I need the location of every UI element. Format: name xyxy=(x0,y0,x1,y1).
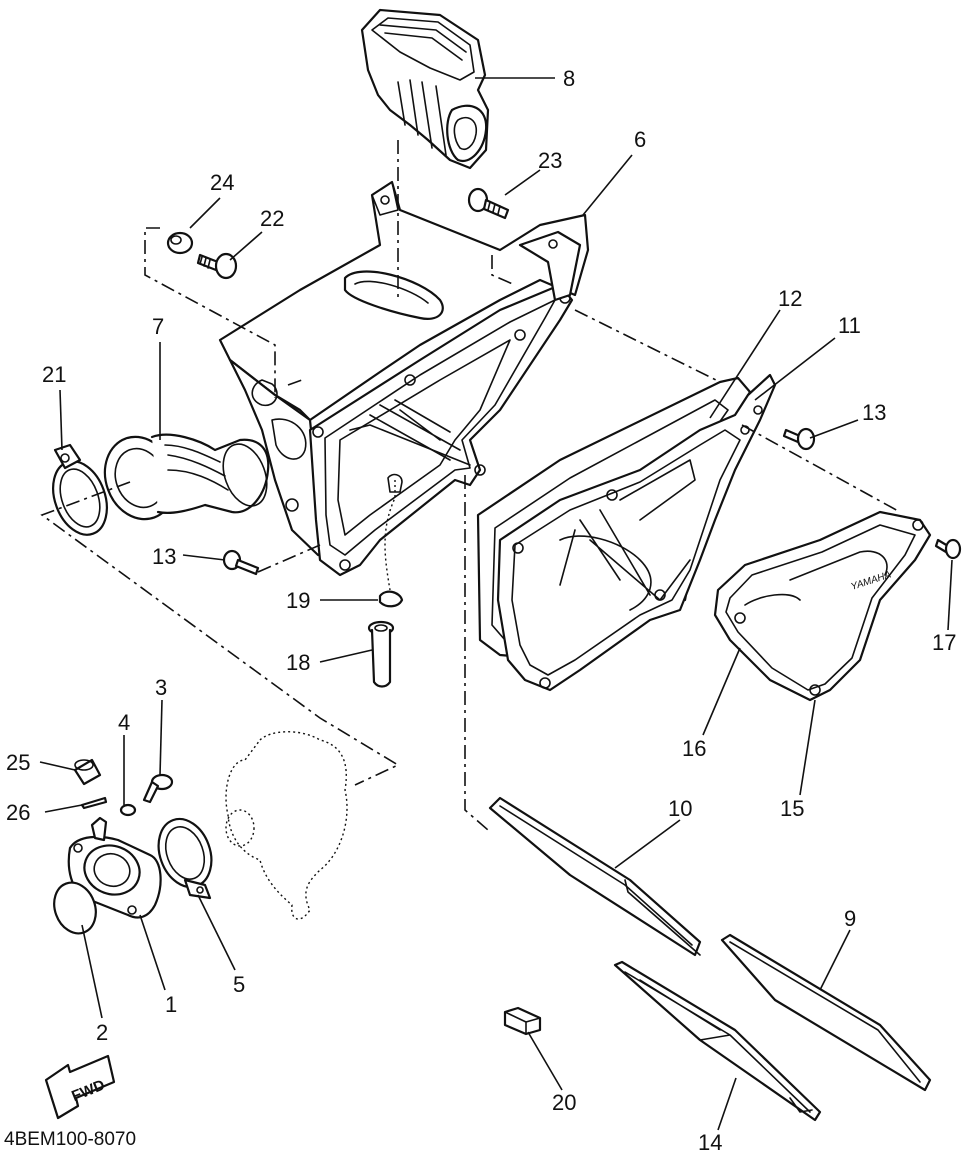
callout-20: 20 xyxy=(552,1090,576,1115)
callout-18: 18 xyxy=(286,650,310,675)
callout-19: 19 xyxy=(286,588,310,613)
callout-6: 6 xyxy=(634,127,646,152)
callout-12: 12 xyxy=(778,286,802,311)
part-5-clamp xyxy=(157,817,213,900)
carburetor-bore-outline xyxy=(225,809,255,847)
callout-8: 8 xyxy=(563,66,575,91)
part-26-clip xyxy=(80,796,108,810)
callout-25: 25 xyxy=(6,750,30,775)
callout-13-left: 13 xyxy=(152,544,176,569)
callout-1: 1 xyxy=(165,992,177,1017)
callout-16: 16 xyxy=(682,736,706,761)
callout-5: 5 xyxy=(233,972,245,997)
part-9-filter-sponge xyxy=(720,933,932,1092)
part-13-bolt-right xyxy=(782,427,816,451)
callout-7: 7 xyxy=(152,314,164,339)
diagram-code: 4BEM100-8070 xyxy=(4,1129,136,1150)
forward-direction-arrow: FWD xyxy=(44,1054,116,1120)
callout-11: 11 xyxy=(838,313,861,338)
callout-23: 23 xyxy=(538,148,562,173)
part-19-clip xyxy=(378,590,404,608)
callout-3: 3 xyxy=(155,675,167,700)
part-14-element-guide xyxy=(613,960,822,1122)
part-25-collar xyxy=(73,758,102,786)
part-24-washer xyxy=(166,231,194,255)
part-22-bolt xyxy=(196,252,238,280)
callout-15: 15 xyxy=(780,796,804,821)
part-18-drain-tube xyxy=(367,620,395,688)
callout-26: 26 xyxy=(6,800,30,825)
part-6-air-filter-case xyxy=(218,180,590,577)
callout-24: 24 xyxy=(210,170,234,195)
part-21-hose-clamp xyxy=(52,443,108,536)
part-16-cover-gasket xyxy=(713,510,932,702)
carburetor-reference-outline xyxy=(225,731,348,920)
callout-13-right: 13 xyxy=(862,400,886,425)
drain-outlet xyxy=(387,473,403,493)
callout-4: 4 xyxy=(118,710,130,735)
part-23-bolt xyxy=(467,187,510,220)
callout-labels: 1 2 3 4 5 6 7 8 9 10 11 12 13 13 14 15 1… xyxy=(6,66,956,1150)
part-7-intake-joint xyxy=(103,433,270,521)
part-13-bolt-left xyxy=(222,549,260,576)
part-3-screw xyxy=(142,773,174,804)
part-17-screw xyxy=(934,538,962,560)
callout-22: 22 xyxy=(260,206,284,231)
part-20-rubber-block xyxy=(503,1006,542,1036)
callout-leaders xyxy=(39,77,953,1131)
callout-17: 17 xyxy=(932,630,956,655)
assembly-reference-lines xyxy=(40,140,901,831)
part-8-intake-duct xyxy=(360,8,490,170)
part-11-element-holder xyxy=(496,373,777,692)
callout-21: 21 xyxy=(42,362,66,387)
callout-14: 14 xyxy=(698,1130,722,1150)
callout-10: 10 xyxy=(668,796,692,821)
callout-9: 9 xyxy=(844,906,856,931)
part-4-washer xyxy=(119,803,137,817)
drain-guide-line xyxy=(384,480,396,591)
part-10-filter-element xyxy=(488,796,702,957)
callout-2: 2 xyxy=(96,1020,108,1045)
